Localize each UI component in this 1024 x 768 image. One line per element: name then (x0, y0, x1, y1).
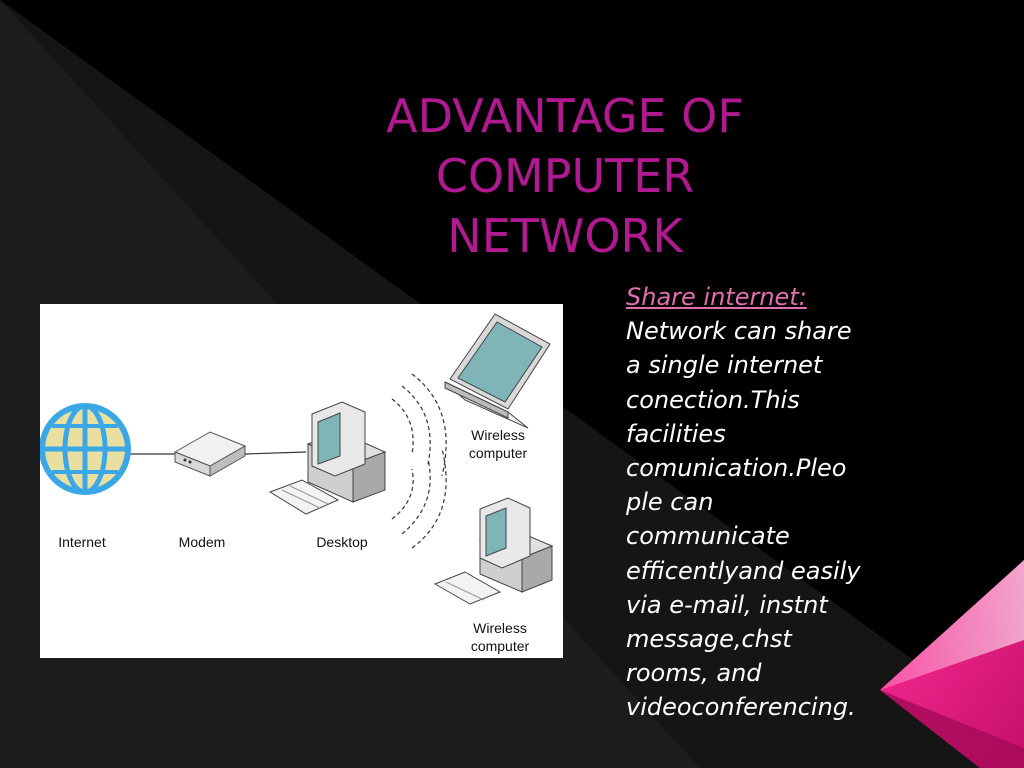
title-line-1: ADVANTAGE OF (386, 89, 744, 143)
wireless-desktop-icon (433, 497, 554, 605)
share-internet-heading: Share internet: (626, 283, 807, 311)
label-wireless-computer-bottom: Wireless computer (465, 619, 535, 655)
slide-body: Share internet: Network can share a sing… (626, 280, 916, 725)
label-desktop: Desktop (316, 534, 368, 550)
share-internet-paragraph: Network can share a single internet cone… (626, 317, 861, 722)
globe-icon (40, 403, 131, 495)
label-wireless-top-line1: Wireless (471, 427, 525, 443)
modem-icon (173, 431, 247, 477)
title-line-3: NETWORK (447, 209, 683, 263)
slide-title: ADVANTAGE OF COMPUTER NETWORK (330, 86, 800, 266)
label-internet: Internet (58, 534, 106, 550)
label-wireless-top-line2: computer (468, 445, 528, 461)
title-line-2: COMPUTER (435, 149, 695, 203)
network-diagram: Internet Modem Desktop Wireless computer… (40, 304, 563, 658)
label-wireless-computer-top: Wireless computer (463, 426, 533, 462)
label-modem: Modem (178, 534, 226, 550)
label-wireless-bottom-line2: computer (470, 638, 530, 654)
laptop-icon (444, 313, 551, 429)
wireless-signal-icon (391, 373, 447, 549)
label-wireless-bottom-line1: Wireless (473, 620, 527, 636)
desktop-computer-icon (268, 401, 387, 515)
